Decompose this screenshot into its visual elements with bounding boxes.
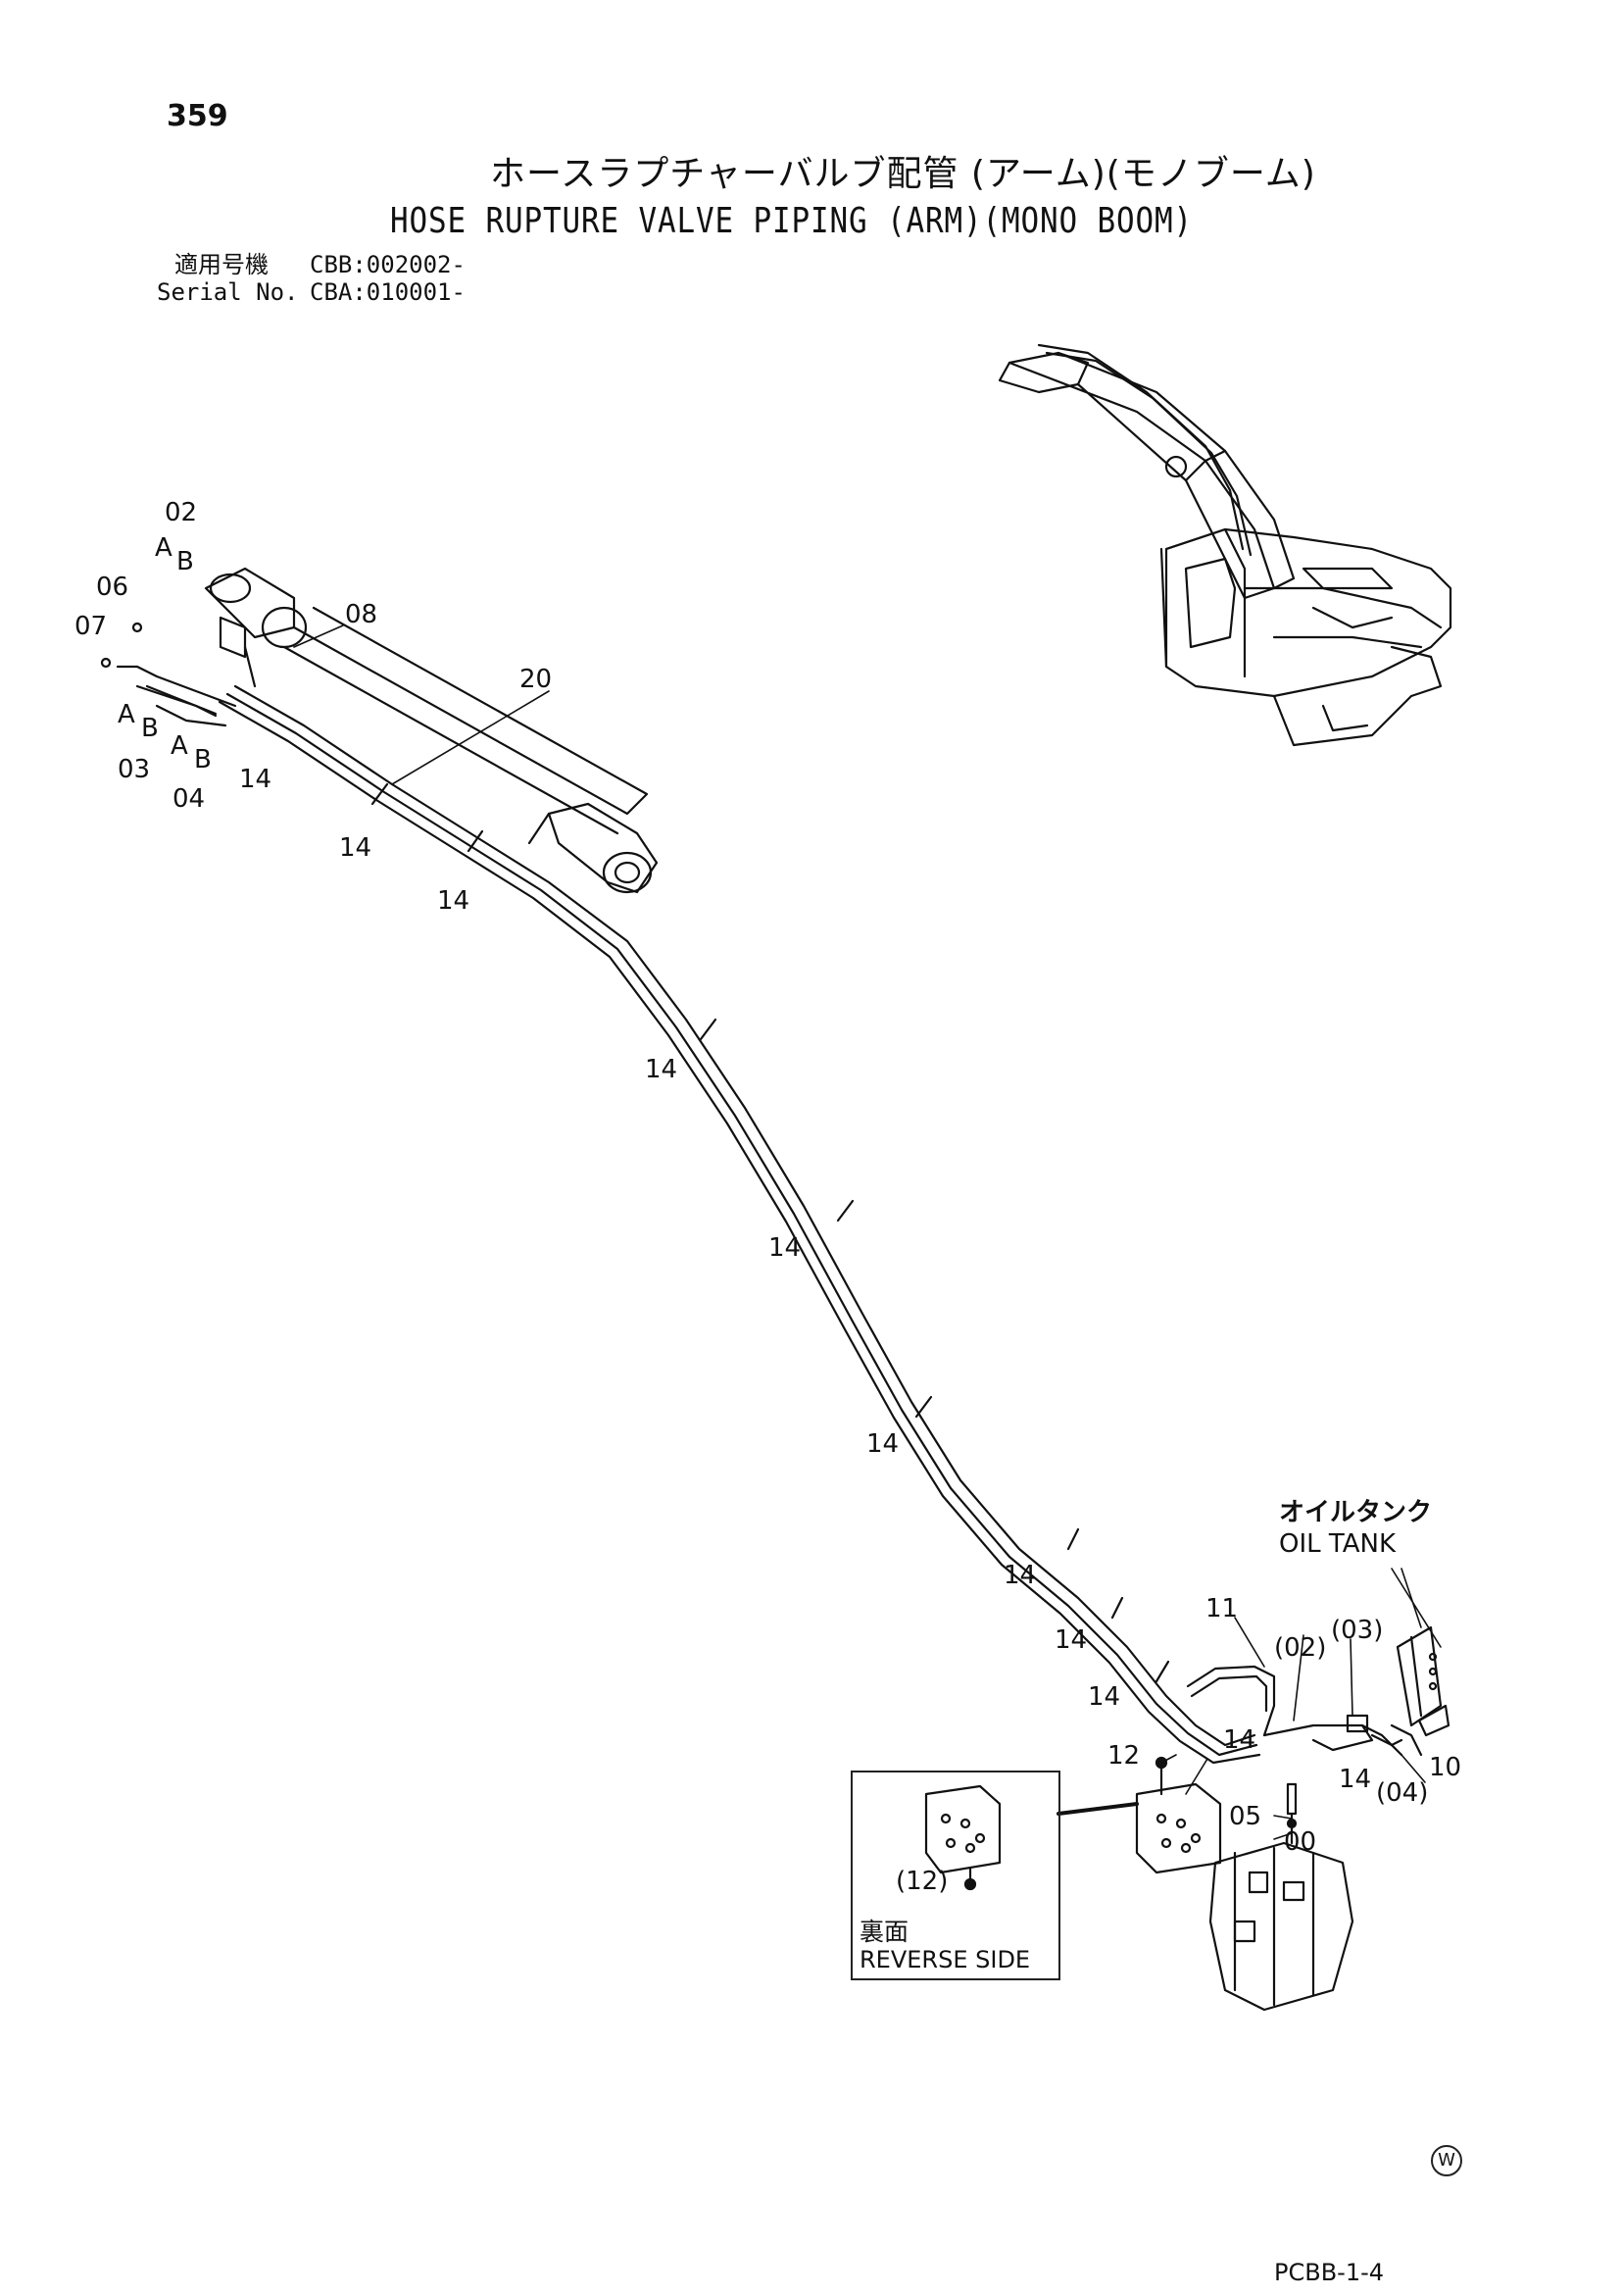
part-label-03: 03	[118, 755, 151, 784]
part-label-14: 14	[1088, 1682, 1121, 1712]
arm-cylinder-illustration	[204, 567, 659, 894]
document-code: PCBB-1-4	[1274, 2259, 1385, 2286]
part-label-14: 14	[437, 886, 470, 916]
part-label-14: 14	[1223, 1725, 1256, 1755]
part-label-14: 14	[1055, 1625, 1088, 1655]
part-label-02-ref: (02)	[1274, 1633, 1327, 1663]
part-label-12: 12	[1107, 1741, 1141, 1771]
part-label-14: 14	[1004, 1561, 1037, 1590]
leader-lines	[293, 624, 1442, 1840]
port-label-b: B	[176, 547, 194, 576]
serial-value: CBA:010001-	[310, 278, 466, 306]
part-label-08: 08	[345, 600, 378, 629]
part-label-05: 05	[1229, 1802, 1262, 1831]
part-label-06: 06	[96, 573, 129, 602]
reverse-side-inset	[851, 1771, 1060, 1980]
part-label-04-ref: (04)	[1376, 1778, 1429, 1808]
part-label-03-ref: (03)	[1331, 1616, 1384, 1645]
port-label-a: A	[155, 533, 172, 563]
page-title-japanese: ホースラプチャーバルブ配管 (アーム)(モノブーム)	[490, 154, 1316, 194]
page-title: HOSE RUPTURE VALVE PIPING (ARM)(MONO BOO…	[390, 201, 1193, 241]
hose-11	[1186, 1665, 1276, 1737]
part-label-07: 07	[74, 612, 108, 641]
hose-rupture-valve-block	[100, 622, 237, 727]
part-label-14: 14	[866, 1429, 900, 1459]
page-number: 359	[167, 99, 228, 133]
applicable-value: CBB:002002-	[310, 251, 466, 278]
control-valve-illustration	[1208, 1782, 1354, 2012]
port-label-b: B	[194, 745, 212, 774]
reverse-side-label-japanese: 裏面	[860, 1918, 909, 1946]
port-label-a: A	[171, 731, 188, 761]
part-label-14: 14	[768, 1233, 802, 1263]
excavator-overview-illustration	[998, 343, 1452, 747]
part-label-10: 10	[1429, 1753, 1462, 1782]
part-label-12-ref: (12)	[896, 1867, 949, 1896]
part-label-02: 02	[165, 498, 198, 527]
oil-tank-label: OIL TANK	[1279, 1529, 1397, 1559]
port-label-b: B	[141, 714, 159, 743]
part-label-20: 20	[519, 665, 553, 694]
edition-mark: W	[1431, 2145, 1462, 2176]
oil-tank-fittings	[1262, 1625, 1450, 1757]
part-label-14: 14	[339, 833, 372, 863]
part-label-00: 00	[1284, 1827, 1317, 1857]
oil-tank-label-japanese: オイルタンク	[1279, 1498, 1433, 1527]
port-label-a: A	[118, 700, 135, 729]
applicable-label-japanese: 適用号機	[174, 251, 269, 278]
part-label-14: 14	[239, 765, 272, 794]
serial-label: Serial No.	[157, 278, 299, 306]
reverse-side-valve-illustration	[924, 1784, 1002, 1891]
part-label-04: 04	[172, 784, 206, 814]
part-label-14: 14	[1339, 1765, 1372, 1794]
hose-bundle	[218, 684, 1261, 1765]
valve-body-small	[1057, 1756, 1222, 1874]
part-label-11: 11	[1205, 1594, 1239, 1623]
reverse-side-label: REVERSE SIDE	[860, 1946, 1031, 1973]
part-label-14: 14	[645, 1055, 678, 1084]
